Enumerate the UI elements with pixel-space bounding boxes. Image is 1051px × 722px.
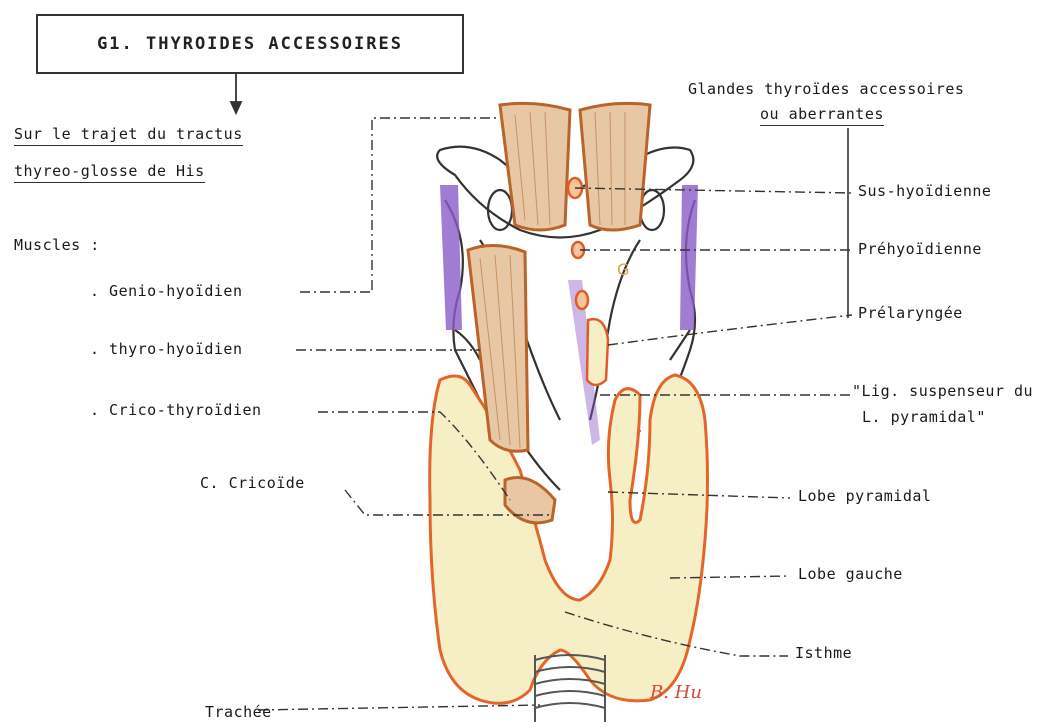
- title-arrow: [231, 74, 241, 113]
- left-heading-line1: Sur le trajet du tractus: [14, 125, 243, 146]
- label-lig-line1: "Lig. suspenseur du: [852, 382, 1033, 400]
- title-box: G1. THYROIDES ACCESSOIRES: [36, 14, 464, 74]
- signature: B. Hu: [650, 682, 702, 703]
- right-heading-line2: ou aberrantes: [760, 105, 884, 126]
- left-heading-line2: thyreo-glosse de His: [14, 162, 205, 183]
- label-sus-hyoidienne: Sus-hyoïdienne: [858, 182, 991, 200]
- muscle-thyro-hyoidien: . thyro-hyoïdien: [90, 340, 243, 358]
- label-isthme: Isthme: [795, 644, 852, 662]
- page-title: G1. THYROIDES ACCESSOIRES: [97, 34, 403, 54]
- label-lig-line2: L. pyramidal": [862, 408, 986, 426]
- right-heading-line1: Glandes thyroïdes accessoires: [688, 80, 964, 98]
- label-trachee: Trachée: [205, 703, 272, 721]
- label-cricoide: C. Cricoïde: [200, 474, 305, 492]
- label-lobe-gauche: Lobe gauche: [798, 565, 903, 583]
- lobe-marker: G: [617, 260, 629, 279]
- muscle-genio-hyoidien: . Genio-hyoïdien: [90, 282, 243, 300]
- muscles-heading: Muscles :: [14, 236, 100, 254]
- label-prelaryngee: Prélaryngée: [858, 304, 963, 322]
- muscle-crico-thyroidien: . Crico-thyroïdien: [90, 401, 262, 419]
- label-lobe-pyramidal: Lobe pyramidal: [798, 487, 931, 505]
- label-prehyoidienne: Préhyoïdienne: [858, 240, 982, 258]
